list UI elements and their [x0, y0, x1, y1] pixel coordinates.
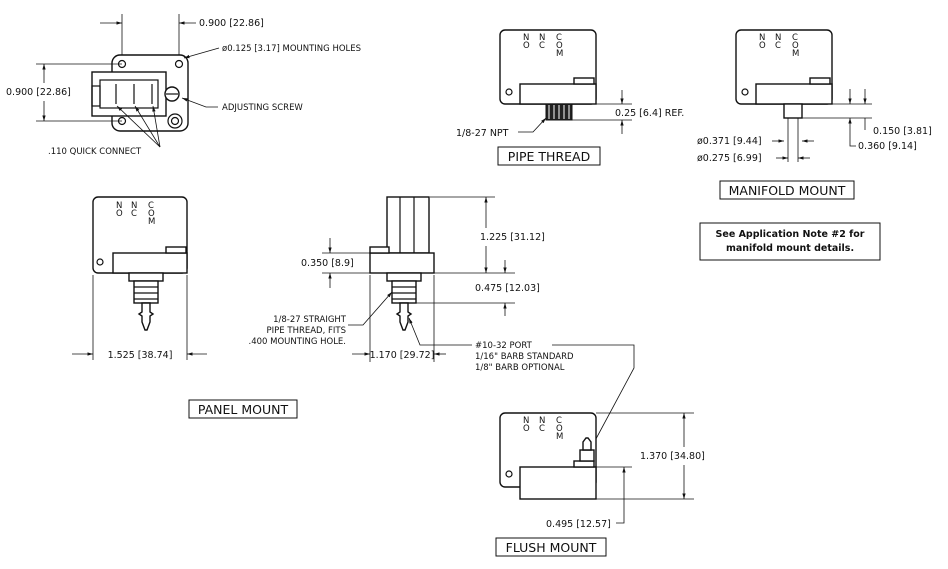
connector-tab: [91, 85, 101, 107]
manifold-boss: [783, 103, 803, 119]
leader-line: [552, 344, 635, 451]
side-view: 1.225 [31.12] 0.350 [8.9] 0.475 [12.03] …: [249, 196, 635, 451]
quick-connect-label: .110 QUICK CONNECT: [48, 147, 142, 157]
pipe-thread-title-box: [497, 146, 601, 166]
leader-line: [849, 133, 856, 147]
switch-tab: [573, 77, 595, 85]
hose-barb: [582, 437, 592, 451]
connector-stack: [386, 196, 430, 254]
adjusting-screw-label: ADJUSTING SCREW: [222, 103, 303, 113]
switch-base: [755, 83, 833, 105]
side-width-dimension: 1.170 [29.72]: [370, 350, 435, 361]
side-total-height-dimension: 1.225 [31.12]: [480, 232, 545, 243]
application-note-box: [699, 222, 881, 261]
mounting-hole: [174, 59, 184, 69]
leader-line: [134, 105, 161, 148]
manifold-d1-dimension: ø0.371 [9.44]: [697, 136, 762, 147]
thread-note-line: 1/8-27 STRAIGHT: [273, 315, 347, 325]
manifold-mount-title: MANIFOLD MOUNT: [729, 183, 846, 198]
leader-line: [518, 117, 547, 133]
body-screw: [741, 88, 749, 96]
switch-tab: [165, 246, 187, 254]
hose-barb: [137, 302, 155, 331]
leader-line: [183, 47, 220, 59]
switch-base: [519, 466, 597, 500]
application-note-line2: manifold mount details.: [726, 243, 854, 254]
switch-tab: [809, 77, 831, 85]
leader-line: [152, 105, 161, 148]
body-screw: [96, 258, 104, 266]
application-note-line1: See Application Note #2 for: [716, 229, 865, 240]
switch-base: [112, 252, 188, 274]
panel-mount-title: PANEL MOUNT: [198, 402, 289, 417]
npt-label: 1/8-27 NPT: [456, 128, 509, 139]
manifold-h1-dimension: 0.150 [3.81]: [873, 126, 932, 137]
panel-title-box: [188, 399, 298, 419]
body-screw: [505, 470, 513, 478]
manifold-title-box: [719, 180, 855, 200]
flush-mount-title: FLUSH MOUNT: [506, 540, 597, 555]
flush-base-height-dimension: 0.495 [12.57]: [546, 519, 611, 530]
port-outer-ring: [167, 113, 183, 129]
pipe-thread-title: PIPE THREAD: [508, 149, 590, 164]
leader-line: [116, 105, 161, 148]
body-screw: [505, 88, 513, 96]
leader-line: [616, 485, 625, 524]
threaded-stem: [391, 280, 417, 304]
connector-housing: [91, 71, 167, 117]
port-note-line: 1/8" BARB OPTIONAL: [475, 363, 565, 373]
flush-port-boss: [579, 449, 595, 462]
port-note-line: #10-32 PORT: [475, 341, 533, 351]
switch-tab: [573, 460, 595, 468]
side-body: [369, 252, 435, 274]
leader-line: [408, 317, 472, 346]
thread-note-line: .400 MOUNTING HOLE.: [249, 337, 346, 347]
side-tab: [369, 246, 390, 254]
panel-width-dimension: 1.525 [38.74]: [108, 350, 173, 361]
leader-line: [181, 97, 218, 108]
top-width-dimension: 0.900 [22.86]: [199, 18, 264, 29]
lock-nut: [128, 272, 164, 282]
side-body-height-dimension: 0.350 [8.9]: [301, 258, 354, 269]
flush-total-height-dimension: 1.370 [34.80]: [640, 451, 705, 462]
top-view: 0.900 [22.86] 0.900 [22.86] ø0.125 [3.17…: [6, 14, 361, 157]
pipe-ref-dimension: 0.25 [6.4] REF.: [615, 108, 684, 119]
switch-base: [519, 83, 597, 105]
hose-barb: [395, 302, 413, 331]
port-inner-ring: [170, 116, 180, 126]
port-note-line: 1/16" BARB STANDARD: [475, 352, 574, 362]
side-stem-height-dimension: 0.475 [12.03]: [475, 283, 540, 294]
mounting-holes-label: ø0.125 [3.17] MOUNTING HOLES: [222, 44, 361, 54]
threaded-stem: [133, 280, 159, 304]
manifold-h2-dimension: 0.360 [9.14]: [858, 141, 917, 152]
top-height-dimension: 0.900 [22.86]: [6, 87, 71, 98]
manifold-d2-dimension: ø0.275 [6.99]: [697, 153, 762, 164]
flush-title-box: [495, 537, 607, 557]
lock-nut: [386, 272, 422, 282]
thread-note-line: PIPE THREAD, FITS: [267, 326, 346, 336]
leader-line: [348, 291, 393, 326]
